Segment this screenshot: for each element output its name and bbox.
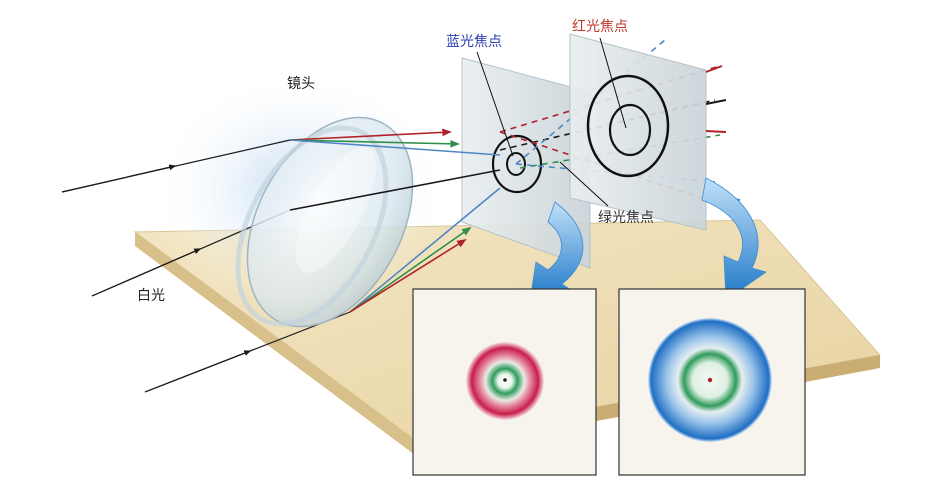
exit-rays [705, 65, 741, 201]
white-light-label: 白光 [137, 288, 165, 304]
green-focus-label: 绿光焦点 [598, 210, 654, 226]
lens [235, 116, 414, 328]
red-focus-label: 红光焦点 [572, 19, 628, 35]
inset-blue-focus-spot [412, 288, 597, 476]
arrow-to-inset-right [701, 177, 767, 301]
blue-focus-label: 蓝光焦点 [446, 34, 502, 50]
refracted-rays [289, 128, 501, 313]
lens-label: 镜头 [287, 76, 315, 92]
leader-lines [476, 37, 627, 207]
screen-red-focus [569, 33, 707, 231]
inset-red-focus-spot [618, 288, 806, 476]
